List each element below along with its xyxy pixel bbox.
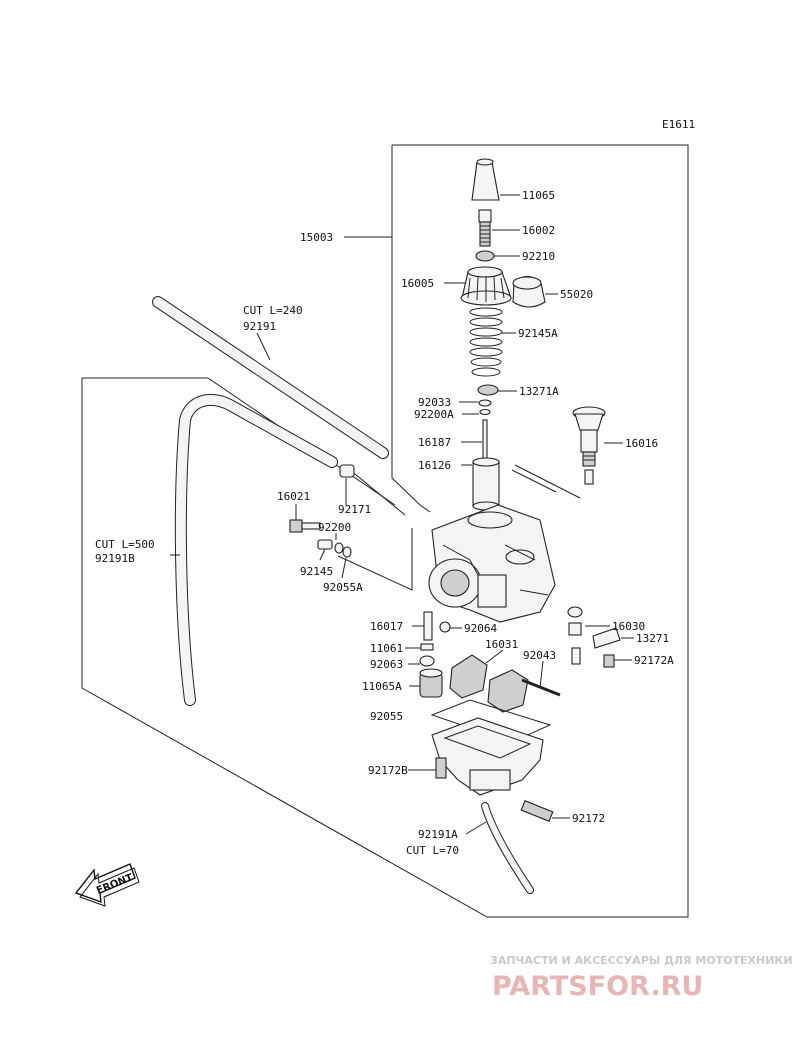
- part-16030-valve: [568, 622, 582, 636]
- part-16005-cap: [460, 266, 512, 306]
- assembly-frame-link: [391, 460, 431, 513]
- part-13271-plate: [592, 627, 621, 649]
- label-16017: 16017: [370, 620, 403, 633]
- part-11061-gasket: [420, 643, 434, 651]
- part-92200A-washer: [479, 408, 491, 416]
- part-11065-cap: [471, 158, 500, 201]
- label-92191B: 92191B: [95, 552, 135, 565]
- label-15003: 15003: [300, 231, 333, 244]
- label-11061: 11061: [370, 642, 403, 655]
- part-16002-adjuster: [478, 209, 492, 247]
- label-92055A: 92055A: [323, 581, 363, 594]
- label-16002: 16002: [522, 224, 555, 237]
- label-92043: 92043: [523, 649, 556, 662]
- label-16030: 16030: [612, 620, 645, 633]
- part-16017-jet: [423, 611, 433, 641]
- label-11065A: 11065A: [362, 680, 402, 693]
- part-92200-washer: [334, 542, 344, 554]
- assembly-frame: [81, 144, 689, 918]
- label-16187: 16187: [418, 436, 451, 449]
- part-float-chamber: [431, 717, 544, 796]
- part-92191A-hose: [481, 802, 534, 894]
- part-92145A-spring: [469, 307, 503, 377]
- part-16126-throttle-valve: [472, 457, 500, 511]
- label-cut-500: CUT L=500: [95, 538, 155, 551]
- label-92200: 92200: [318, 521, 351, 534]
- part-92172-screw: [520, 800, 554, 822]
- label-92055: 92055: [370, 710, 403, 723]
- label-92064: 92064: [464, 622, 497, 635]
- part-92171-clip: [339, 464, 355, 478]
- part-92191-hose: [152, 296, 389, 459]
- label-16126: 16126: [418, 459, 451, 472]
- label-55020: 55020: [560, 288, 593, 301]
- part-92043-pin: [521, 678, 561, 697]
- leader-line: [349, 469, 406, 516]
- carburetor-body: [428, 504, 556, 623]
- label-92145A: 92145A: [518, 327, 558, 340]
- part-16016-starter: [572, 406, 606, 485]
- leader-line: [337, 528, 413, 591]
- part-needle-valve: [571, 647, 581, 665]
- label-92172B: 92172B: [368, 764, 408, 777]
- label-16031: 16031: [485, 638, 518, 651]
- label-16016: 16016: [625, 437, 658, 450]
- part-92210-nut: [475, 250, 495, 262]
- part-92191B-hose: [174, 394, 338, 706]
- part-92033-clip: [478, 399, 492, 407]
- part-92145-spring: [317, 539, 333, 550]
- watermark-logo: PARTSFOR.RU: [492, 971, 703, 1002]
- part-92055A-oring: [342, 546, 352, 558]
- part-16187-needle: [482, 419, 488, 461]
- part-92063-oring: [419, 655, 435, 667]
- part-11065A-cap: [419, 668, 443, 698]
- watermark-tagline: ЗАПЧАСТИ И АКСЕССУАРЫ ДЛЯ МОТОТЕХНИКИ: [490, 954, 793, 967]
- part-13271A-seat: [477, 384, 499, 396]
- leader-line: [514, 464, 581, 499]
- label-cut-240: CUT L=240: [243, 304, 303, 317]
- label-92171: 92171: [338, 503, 371, 516]
- label-13271: 13271: [636, 632, 669, 645]
- part-16021-screw: [289, 519, 321, 533]
- label-92145: 92145: [300, 565, 333, 578]
- diagram-code: E1611: [662, 118, 695, 131]
- label-92172A: 92172A: [634, 654, 674, 667]
- label-92191: 92191: [243, 320, 276, 333]
- leader-line: [511, 469, 557, 493]
- label-16005: 16005: [401, 277, 434, 290]
- label-13271A: 13271A: [519, 385, 559, 398]
- label-92033: 92033: [418, 396, 451, 409]
- label-92200A: 92200A: [414, 408, 454, 421]
- part-92172B-screw: [435, 757, 447, 779]
- part-16031-float: [449, 654, 529, 713]
- label-cut-70: CUT L=70: [406, 844, 459, 857]
- part-92172A-screw: [603, 654, 615, 668]
- label-92191A: 92191A: [418, 828, 458, 841]
- label-92063: 92063: [370, 658, 403, 671]
- part-92064-plug: [439, 621, 451, 633]
- label-11065: 11065: [522, 189, 555, 202]
- part-55020-cap: [512, 275, 546, 308]
- front-arrow-icon: [74, 863, 140, 907]
- label-16021: 16021: [277, 490, 310, 503]
- part-16030-gasket: [567, 606, 583, 618]
- label-92210: 92210: [522, 250, 555, 263]
- label-92172: 92172: [572, 812, 605, 825]
